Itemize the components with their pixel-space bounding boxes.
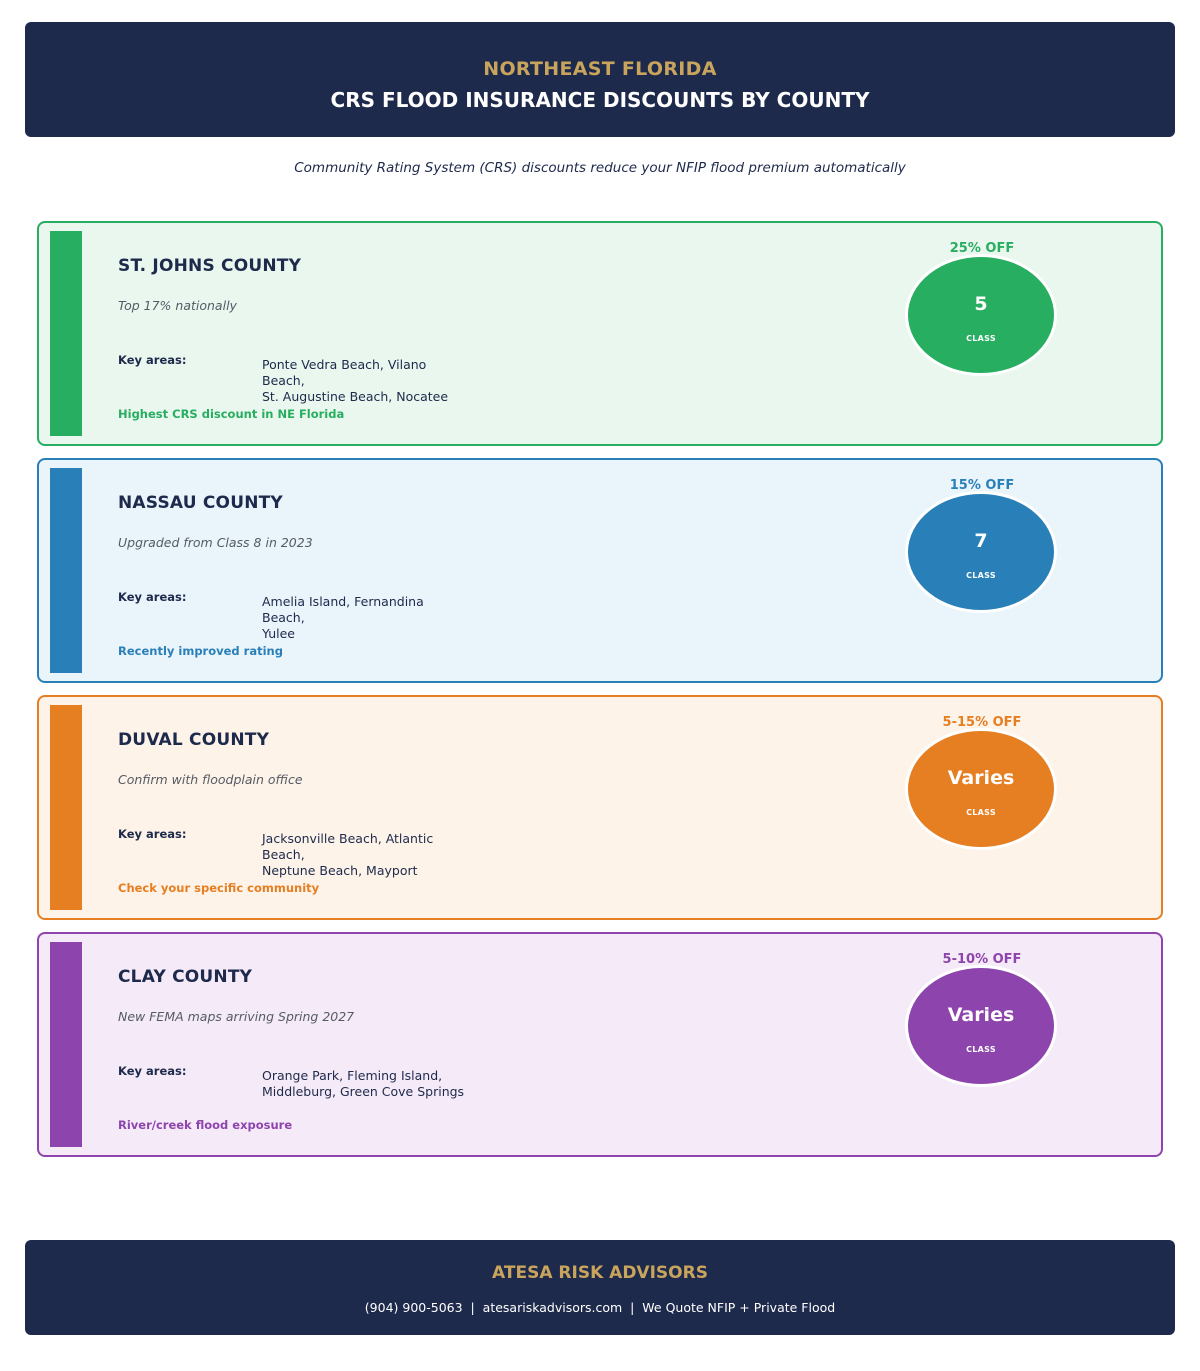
key-areas-list: Amelia Island, Fernandina Beach, Yulee — [262, 594, 467, 642]
subtitle: Community Rating System (CRS) discounts … — [294, 160, 906, 176]
county-name: CLAY COUNTY — [118, 967, 253, 987]
key-areas-label: Key areas: — [118, 353, 187, 367]
crs-class-label: CLASS — [966, 571, 996, 580]
county-note: Upgraded from Class 8 in 2023 — [118, 535, 313, 550]
crs-class-value: 5 — [974, 293, 988, 315]
accent-bar — [50, 468, 82, 673]
county-tagline: Recently improved rating — [118, 644, 283, 658]
county-name: NASSAU COUNTY — [118, 493, 283, 513]
crs-class-badge: 7 CLASS — [905, 491, 1057, 613]
county-card-duval: DUVAL COUNTY Confirm with floodplain off… — [37, 695, 1163, 920]
crs-class-value: Varies — [947, 767, 1015, 789]
discount-label: 15% OFF — [949, 478, 1015, 493]
key-areas-line: St. Augustine Beach, Nocatee — [262, 389, 449, 404]
key-areas-line: Jacksonville Beach, Atlantic Beach, — [262, 831, 434, 862]
accent-bar — [50, 942, 82, 1147]
key-areas-line: Ponte Vedra Beach, Vilano Beach, — [262, 357, 427, 388]
county-name: DUVAL COUNTY — [118, 730, 270, 750]
footer-contact: (904) 900-5063 | atesariskadvisors.com |… — [364, 1300, 836, 1315]
accent-bar — [50, 705, 82, 910]
county-tagline: Highest CRS discount in NE Florida — [118, 407, 345, 421]
key-areas-line: Neptune Beach, Mayport — [262, 863, 418, 878]
header-region: NORTHEAST FLORIDA — [483, 58, 717, 80]
crs-class-label: CLASS — [966, 808, 996, 817]
header-banner: NORTHEAST FLORIDA CRS FLOOD INSURANCE DI… — [25, 22, 1175, 137]
accent-bar — [50, 231, 82, 436]
crs-class-badge: Varies CLASS — [905, 728, 1057, 850]
discount-label: 25% OFF — [949, 241, 1015, 256]
county-tagline: Check your specific community — [118, 881, 320, 895]
crs-class-badge: 5 CLASS — [905, 254, 1057, 376]
key-areas-list: Jacksonville Beach, Atlantic Beach, Nept… — [262, 831, 467, 879]
page-title: CRS FLOOD INSURANCE DISCOUNTS BY COUNTY — [330, 88, 870, 112]
key-areas-line: Orange Park, Fleming Island, — [262, 1068, 443, 1083]
county-card-st-johns: ST. JOHNS COUNTY Top 17% nationally Key … — [37, 221, 1163, 446]
county-tagline: River/creek flood exposure — [118, 1118, 293, 1132]
key-areas-list: Orange Park, Fleming Island, Middleburg,… — [262, 1068, 467, 1100]
discount-label: 5-10% OFF — [942, 952, 1022, 967]
key-areas-label: Key areas: — [118, 590, 187, 604]
county-card-nassau: NASSAU COUNTY Upgraded from Class 8 in 2… — [37, 458, 1163, 683]
key-areas-line: Middleburg, Green Cove Springs — [262, 1084, 465, 1099]
footer-brand: ATESA RISK ADVISORS — [492, 1263, 708, 1283]
county-note: Confirm with floodplain office — [118, 772, 303, 787]
crs-class-value: Varies — [947, 1004, 1015, 1026]
discount-label: 5-15% OFF — [942, 715, 1022, 730]
key-areas-line: Amelia Island, Fernandina Beach, — [262, 594, 424, 625]
county-note: New FEMA maps arriving Spring 2027 — [118, 1009, 355, 1024]
county-note: Top 17% nationally — [118, 298, 237, 313]
crs-class-label: CLASS — [966, 1045, 996, 1054]
county-card-clay: CLAY COUNTY New FEMA maps arriving Sprin… — [37, 932, 1163, 1157]
key-areas-label: Key areas: — [118, 827, 187, 841]
county-name: ST. JOHNS COUNTY — [118, 256, 302, 276]
crs-class-badge: Varies CLASS — [905, 965, 1057, 1087]
footer-banner: ATESA RISK ADVISORS (904) 900-5063 | ate… — [25, 1240, 1175, 1335]
key-areas-list: Ponte Vedra Beach, Vilano Beach, St. Aug… — [262, 357, 467, 405]
crs-class-label: CLASS — [966, 334, 996, 343]
key-areas-line: Yulee — [262, 626, 295, 641]
key-areas-label: Key areas: — [118, 1064, 187, 1078]
crs-class-value: 7 — [974, 530, 988, 552]
